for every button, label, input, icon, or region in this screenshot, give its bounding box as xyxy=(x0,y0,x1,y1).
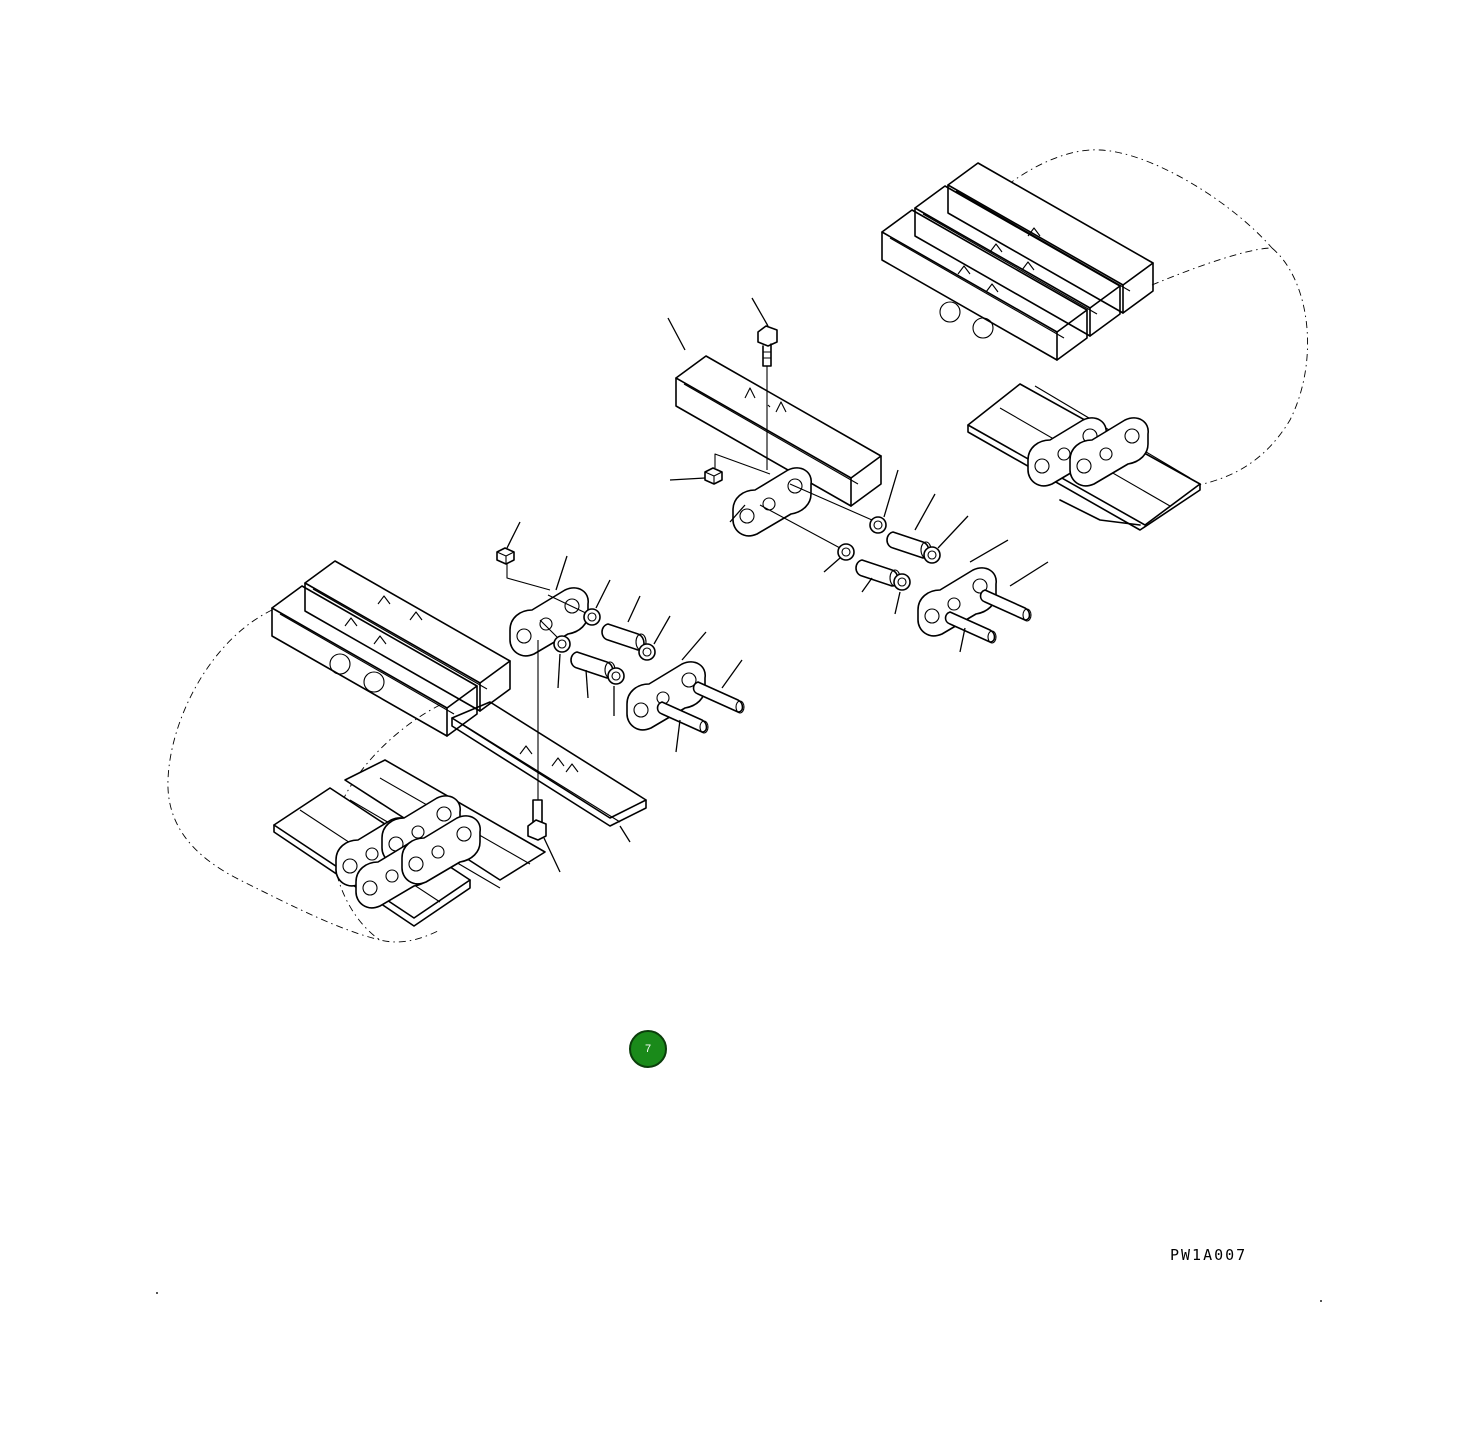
shoe-nut-left xyxy=(496,547,515,565)
track-link-left-loose xyxy=(509,587,590,657)
seal-left-3 xyxy=(553,635,571,653)
track-loop-outline-upper xyxy=(994,149,1309,487)
exploded-parts xyxy=(451,297,1049,873)
callout-marker[interactable]: 7 xyxy=(629,1030,667,1068)
drawing-code: PW1A007 xyxy=(1170,1246,1248,1264)
shoe-bolt-top xyxy=(757,325,778,470)
seal-upper-3 xyxy=(837,543,855,561)
seal-upper-2 xyxy=(923,546,941,564)
seal-upper-1 xyxy=(869,516,887,534)
seal-upper-4 xyxy=(893,573,911,591)
track-section-lower-left xyxy=(167,560,546,943)
shoe-nut-top xyxy=(704,467,723,485)
track-section-upper-right xyxy=(881,149,1309,531)
corner-mark-left xyxy=(156,1292,158,1294)
bushing-left xyxy=(601,623,647,651)
seal-left-1 xyxy=(583,608,601,626)
seal-left-4 xyxy=(607,667,625,685)
callout-number: 7 xyxy=(644,1043,652,1055)
seal-left-2 xyxy=(638,643,656,661)
shoe-bolt-lower xyxy=(527,640,561,873)
corner-mark-right xyxy=(1320,1300,1322,1302)
